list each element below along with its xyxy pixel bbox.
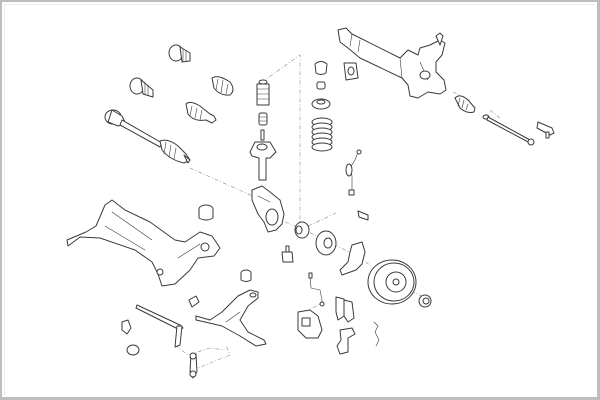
coil-spring-icon xyxy=(311,117,333,152)
brake-pads-icon xyxy=(335,296,355,323)
control-arm-bushing-icon xyxy=(240,269,252,282)
cv-boot-icon xyxy=(129,77,154,98)
cv-boot-icon xyxy=(211,76,234,96)
ball-joint-icon xyxy=(281,245,294,263)
hub-nut-icon xyxy=(418,294,432,308)
top-mount-icon xyxy=(314,61,328,75)
tie-rod-end-icon xyxy=(536,121,555,139)
cv-boot-icon xyxy=(168,44,191,63)
spring-cap-icon xyxy=(311,98,331,110)
pad-spring-icon xyxy=(373,321,380,347)
leader-lines xyxy=(174,54,501,371)
cv-joint-icon xyxy=(185,101,217,124)
subframe-icon xyxy=(66,199,221,287)
steering-knuckle-icon xyxy=(251,185,285,233)
frame-inner-border xyxy=(4,4,595,395)
shock-absorber-icon xyxy=(249,129,277,181)
steering-rack-icon xyxy=(337,27,447,99)
strut-bearing-icon xyxy=(316,81,326,90)
wear-sensor-icon xyxy=(357,210,369,221)
stabilizer-bush-icon xyxy=(343,62,359,81)
control-arm-bushing-icon xyxy=(188,295,200,308)
buffer-icon xyxy=(258,112,268,126)
tie-rod-icon xyxy=(482,114,535,146)
rack-boot-icon xyxy=(454,95,476,113)
splash-shield-icon xyxy=(339,241,366,276)
stabilizer-clamp-icon xyxy=(121,319,132,335)
brake-caliper-icon xyxy=(297,309,323,339)
brake-disc-icon xyxy=(367,259,417,305)
abs-sensor-icon xyxy=(345,149,362,196)
caliper-bracket-icon xyxy=(336,327,356,355)
stabilizer-bush-icon xyxy=(126,344,140,356)
brake-hose-icon xyxy=(308,272,325,307)
stabilizer-bar-icon xyxy=(135,304,184,348)
control-arm-icon xyxy=(195,289,267,347)
wheel-bearing-icon xyxy=(294,221,310,239)
wheel-hub-icon xyxy=(315,230,337,256)
drive-shaft-icon xyxy=(104,109,191,164)
dust-cover-icon xyxy=(256,79,270,106)
subframe-mount-icon xyxy=(198,204,214,221)
stabilizer-link-icon xyxy=(189,352,198,379)
